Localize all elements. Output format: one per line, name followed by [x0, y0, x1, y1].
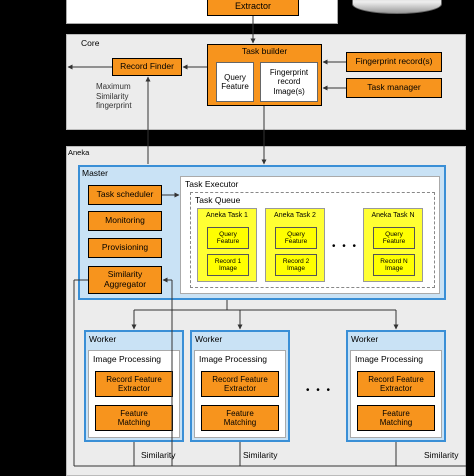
task-query-feature-label: Query Feature [284, 230, 308, 245]
feature-matching-label: Feature Matching [223, 408, 257, 427]
task-executor-label: Task Executor [185, 179, 239, 189]
task-query-feature-label: Query Feature [382, 230, 406, 245]
similarity-label-2: Similarity [243, 450, 278, 460]
record-finder-box: Record Finder [112, 58, 182, 76]
max-similarity-label: Maximum Similarity fingerprint [96, 82, 132, 111]
image-processing-panel: Image Processing Record Feature Extracto… [88, 350, 180, 438]
worker-panel-1: Worker Image Processing Record Feature E… [84, 330, 184, 442]
task-queue-label: Task Queue [195, 195, 241, 205]
aneka-task-1: Aneka Task 1 Query Feature Record 1 Imag… [197, 208, 257, 282]
record-finder-label: Record Finder [120, 61, 174, 72]
record-feature-extractor-box: Record Feature Extractor [357, 371, 435, 397]
similarity-aggregator-label: Similarity Aggregator [103, 269, 147, 289]
task-query-feature: Query Feature [207, 227, 249, 249]
task-record-image: Record 2 Image [275, 254, 317, 276]
aneka-label: Aneka [68, 148, 90, 157]
extractor-label: Extractor [234, 0, 271, 11]
task-title: Aneka Task 1 [206, 211, 248, 219]
record-feature-extractor-label: Record Feature Extractor [212, 374, 268, 393]
worker-label: Worker [195, 334, 223, 344]
provisioning-box: Provisioning [88, 238, 162, 258]
fingerprint-records-label: Fingerprint record(s) [355, 56, 433, 67]
image-processing-panel: Image Processing Record Feature Extracto… [350, 350, 442, 438]
feature-matching-box: Feature Matching [201, 405, 279, 431]
task-scheduler-label: Task scheduler [96, 189, 154, 200]
provisioning-label: Provisioning [101, 242, 149, 253]
task-record-image-label: Record 2 Image [282, 257, 310, 272]
aneka-task-2: Aneka Task 2 Query Feature Record 2 Imag… [265, 208, 325, 282]
worker-panel-3: Worker Image Processing Record Feature E… [346, 330, 446, 442]
query-feature-box: Query Feature [216, 62, 254, 102]
query-feature-label: Query Feature [221, 72, 249, 91]
task-record-image: Record N Image [373, 254, 415, 276]
fingerprint-images-label: Fingerprint record Image(s) [269, 68, 309, 96]
task-query-feature: Query Feature [275, 227, 317, 249]
task-ellipsis: • • • [331, 241, 359, 253]
similarity-label-1: Similarity [141, 450, 176, 460]
record-feature-extractor-label: Record Feature Extractor [368, 374, 424, 393]
task-query-feature-label: Query Feature [216, 230, 240, 245]
image-processing-label: Image Processing [93, 354, 162, 364]
fingerprint-records-box: Fingerprint record(s) [346, 52, 442, 72]
task-title: Aneka Task 2 [274, 211, 316, 219]
record-feature-extractor-box: Record Feature Extractor [95, 371, 173, 397]
aneka-task-n: Aneka Task N Query Feature Record N Imag… [363, 208, 423, 282]
task-manager-label: Task manager [367, 82, 421, 93]
monitoring-label: Monitoring [105, 215, 145, 226]
task-title: Aneka Task N [371, 211, 415, 219]
task-scheduler-box: Task scheduler [88, 185, 162, 205]
image-processing-label: Image Processing [355, 354, 424, 364]
task-builder-title: Task builder [241, 46, 288, 57]
worker-label: Worker [89, 334, 117, 344]
monitoring-box: Monitoring [88, 211, 162, 231]
similarity-aggregator-box: Similarity Aggregator [88, 266, 162, 294]
image-processing-label: Image Processing [199, 354, 268, 364]
task-record-image-label: Record 1 Image [214, 257, 242, 272]
record-feature-extractor-box: Record Feature Extractor [201, 371, 279, 397]
worker-panel-2: Worker Image Processing Record Feature E… [190, 330, 290, 442]
worker-ellipsis: • • • [305, 385, 333, 397]
image-processing-panel: Image Processing Record Feature Extracto… [194, 350, 286, 438]
task-manager-box: Task manager [346, 78, 442, 98]
record-feature-extractor-label: Record Feature Extractor [106, 374, 162, 393]
task-record-image-label: Record N Image [380, 257, 408, 272]
feature-matching-box: Feature Matching [95, 405, 173, 431]
worker-label: Worker [351, 334, 379, 344]
core-label: Core [81, 38, 100, 48]
extractor-box: Extractor [207, 0, 299, 16]
task-builder-box: Task builder Query Feature Fingerprint r… [207, 44, 322, 106]
master-label: Master [82, 168, 108, 178]
feature-matching-label: Feature Matching [379, 408, 413, 427]
feature-matching-label: Feature Matching [117, 408, 151, 427]
feature-matching-box: Feature Matching [357, 405, 435, 431]
task-record-image: Record 1 Image [207, 254, 249, 276]
fingerprint-images-box: Fingerprint record Image(s) [260, 62, 318, 102]
similarity-label-3: Similarity [424, 450, 459, 460]
task-query-feature: Query Feature [373, 227, 415, 249]
